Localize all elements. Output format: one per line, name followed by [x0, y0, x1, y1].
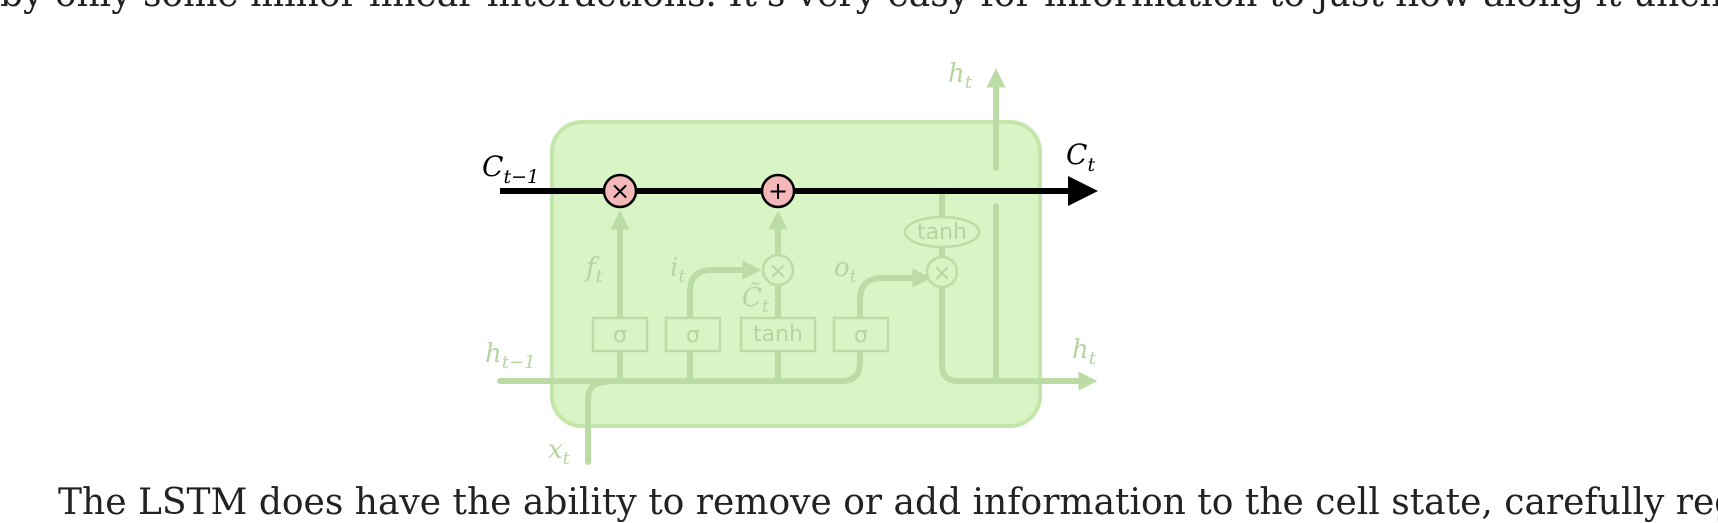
- label-h-t-right: ht: [1072, 335, 1097, 369]
- add-text: +: [768, 177, 788, 205]
- forget-sigma-text: σ: [613, 323, 627, 348]
- label-c-prev: Ct−1: [482, 150, 539, 188]
- label-o-t: ot: [834, 253, 858, 287]
- label-h-prev: ht−1: [485, 339, 536, 373]
- output-mult-op: [925, 255, 959, 289]
- input-sigma-text: σ: [686, 323, 700, 348]
- highlight-op-texts: × +: [610, 177, 788, 205]
- output-tanh-oval: [903, 215, 981, 249]
- cell-to-output-tanh-line: [939, 192, 1098, 391]
- add-op: [760, 173, 796, 209]
- faded-labels: ht−1 xt ft it C̃t ot ht ht: [485, 59, 1097, 469]
- label-c-tilde: C̃t: [742, 282, 770, 317]
- gate-boxes: [591, 215, 981, 353]
- output-mult-text: ×: [933, 261, 951, 286]
- label-h-t-top: ht: [948, 59, 973, 93]
- bottom-paragraph-fragment: The LSTM does have the ability to remove…: [58, 482, 1718, 523]
- label-i-t: it: [670, 253, 686, 287]
- output-sigma-box: [832, 316, 890, 353]
- output-tanh-text: tanh: [917, 220, 967, 245]
- cell-state-labels: Ct−1 Ct: [482, 138, 1095, 188]
- input-mult-op: [761, 253, 795, 287]
- highlight-ops: [602, 173, 796, 209]
- input-sigma-box: [664, 316, 722, 353]
- candidate-tanh-text: tanh: [753, 322, 803, 347]
- label-x-t: xt: [548, 435, 571, 469]
- label-c-t: Ct: [1066, 138, 1095, 176]
- candidate-tanh-box: [739, 316, 817, 353]
- top-paragraph-fragment: by only some minor linear interactions. …: [0, 0, 1718, 15]
- input-gate-line: [687, 260, 762, 384]
- forget-mult-text: ×: [610, 177, 630, 205]
- forget-mult-op: [602, 173, 638, 209]
- input-mult-text: ×: [769, 259, 787, 284]
- gate-box-texts: σ σ tanh σ tanh × ×: [613, 220, 967, 348]
- output-sigma-text: σ: [854, 323, 868, 348]
- cell-state-arrowhead: [1068, 176, 1098, 206]
- forget-sigma-box: [591, 316, 649, 353]
